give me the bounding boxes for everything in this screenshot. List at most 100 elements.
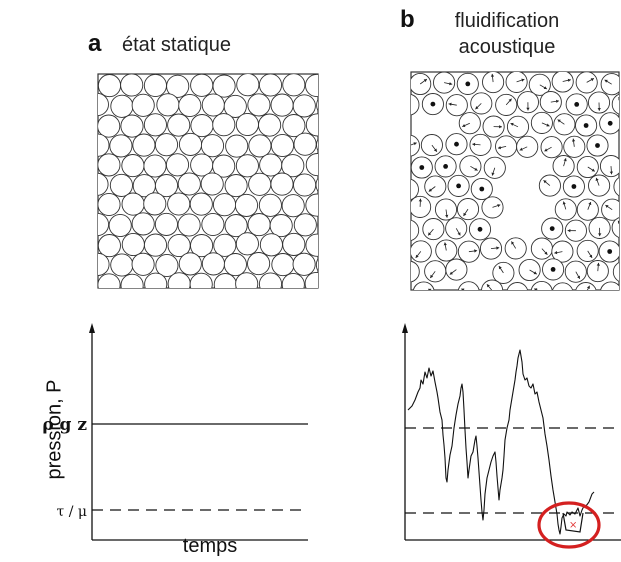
velocity-arrowhead (596, 262, 600, 266)
velocity-arrowhead (445, 214, 449, 218)
grain (109, 173, 133, 197)
grain (411, 260, 420, 283)
grain (156, 93, 180, 117)
grain (167, 192, 191, 216)
grain (131, 252, 155, 276)
grain (120, 74, 144, 97)
grain (270, 133, 295, 158)
velocity-arrowhead (555, 291, 558, 294)
grain (212, 74, 236, 98)
velocity-arrowhead (498, 266, 502, 270)
grain (282, 232, 306, 256)
velocity-arrowhead (589, 254, 593, 258)
velocity-arrowhead (563, 158, 567, 162)
velocity-arrowhead (508, 98, 512, 102)
grain (305, 233, 318, 257)
grain (600, 281, 619, 290)
panel-b-title-line2: acoustique (458, 36, 556, 58)
grain (305, 153, 318, 177)
velocity-arrowhead (401, 272, 404, 275)
velocity-arrowhead (618, 97, 619, 101)
grain (200, 134, 225, 158)
grain-stationary-dot (430, 101, 436, 107)
velocity-arrowhead (443, 242, 447, 246)
grain (190, 234, 214, 258)
grain (575, 72, 598, 94)
grain (611, 93, 619, 115)
fluidized-packing-box (401, 71, 620, 300)
grain (282, 74, 306, 97)
grain (190, 74, 214, 97)
grain (270, 172, 294, 196)
velocity-arrowhead (567, 78, 571, 82)
grain (411, 178, 419, 201)
grain (201, 93, 225, 117)
grain (247, 93, 271, 117)
grain (121, 154, 145, 178)
velocity-arrow (611, 293, 615, 300)
velocity-arrowhead (544, 148, 548, 152)
grain (259, 233, 283, 257)
pressure-trace-tail (585, 491, 595, 507)
grain (317, 221, 318, 230)
grain (551, 72, 574, 93)
grain (554, 198, 577, 221)
velocity-arrowhead (428, 188, 432, 192)
level-high-label: ρ g z (42, 415, 87, 435)
grain (281, 154, 305, 178)
grain (305, 74, 318, 98)
grain (110, 94, 134, 118)
grain (271, 253, 295, 277)
grain (154, 174, 179, 198)
grain (98, 212, 110, 237)
grain (235, 112, 259, 137)
grain-stationary-dot (443, 164, 448, 169)
velocity-arrowhead (534, 288, 538, 290)
grain (530, 280, 553, 290)
grain (143, 192, 167, 216)
velocity-arrowhead (413, 142, 417, 146)
velocity-arrowhead (618, 220, 619, 224)
grain (269, 214, 293, 238)
velocity-arrowhead (428, 232, 432, 236)
grain (224, 214, 248, 238)
grain-stationary-dot (465, 81, 471, 87)
grain (120, 273, 144, 288)
velocity-arrowhead (567, 229, 571, 233)
grain (411, 195, 432, 218)
grain (259, 153, 283, 177)
velocity-arrowhead (430, 274, 434, 278)
velocity-arrowhead (554, 250, 558, 255)
grain (235, 232, 259, 256)
panel-a-title: état statique (122, 34, 231, 56)
grain (98, 153, 121, 177)
grain (247, 252, 271, 276)
grain (212, 193, 237, 217)
velocity-arrow (404, 105, 408, 112)
velocity-arrowhead (498, 146, 501, 150)
grain (143, 113, 167, 137)
grain (601, 198, 619, 221)
grain (305, 193, 318, 217)
grain (281, 272, 305, 288)
grain (189, 272, 213, 288)
grain (293, 132, 317, 156)
grain (304, 271, 318, 288)
grain (247, 213, 271, 237)
velocity-arrowhead (486, 284, 490, 288)
grain (552, 282, 574, 290)
grain (411, 219, 420, 242)
grain (98, 172, 109, 196)
grain (258, 193, 282, 217)
grain (201, 212, 225, 237)
grain (143, 154, 167, 178)
grain (155, 253, 179, 278)
grain (481, 279, 504, 290)
panel-b-letter: b (400, 6, 415, 33)
grain (178, 132, 203, 156)
grain (154, 212, 178, 236)
local-pressure-well (562, 512, 584, 533)
velocity-arrowhead (591, 168, 595, 172)
grain (412, 281, 435, 290)
